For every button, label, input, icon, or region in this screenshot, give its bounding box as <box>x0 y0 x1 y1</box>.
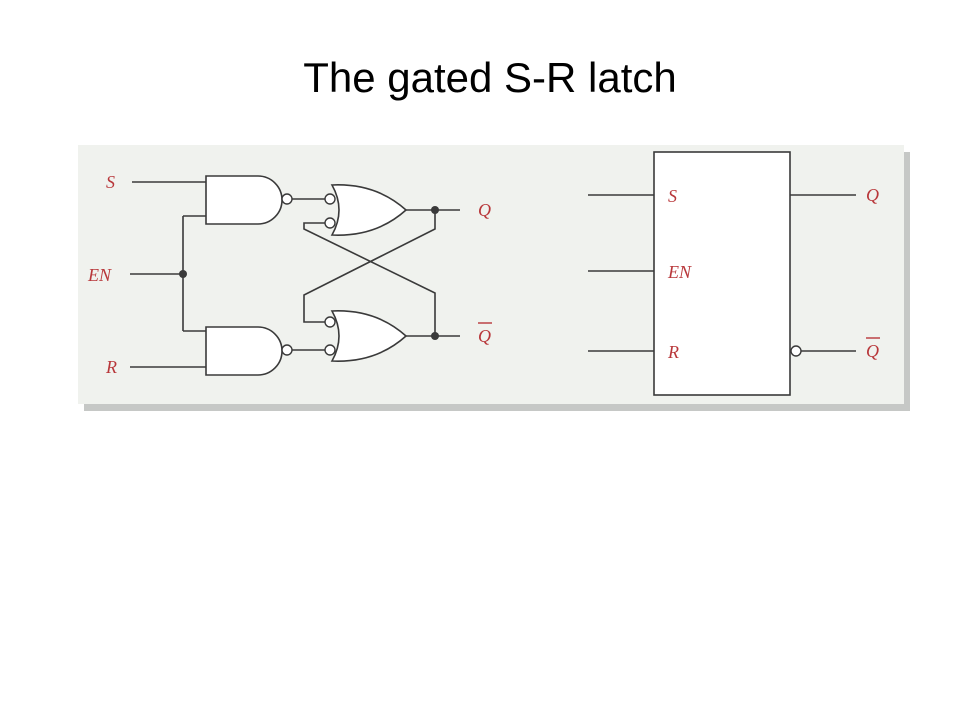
block-q-bar-label: Q <box>866 341 879 361</box>
top-or-gate <box>330 184 408 236</box>
bottom-or-gate <box>330 310 408 362</box>
block-q-label: Q <box>866 185 879 205</box>
feedback-q-to-bottom-gate <box>303 210 436 323</box>
latch-block <box>653 151 791 396</box>
top-or-input-bubble-1 <box>324 193 336 205</box>
bottom-nand-gate <box>205 326 283 376</box>
s-input-label: S <box>106 172 115 192</box>
block-en-label: EN <box>667 262 692 282</box>
logic-diagram: S EN R Q Q <box>87 172 492 377</box>
block-r-label: R <box>667 342 679 362</box>
figure-svg: S EN R Q Q S EN R Q Q <box>78 145 910 411</box>
slide-title: The gated S-R latch <box>303 54 677 101</box>
feedback-q-bar-to-top-gate <box>303 222 436 336</box>
r-input-label: R <box>105 357 117 377</box>
block-q-bar-bubble <box>790 345 802 357</box>
q-bar-output-label: Q <box>478 326 491 346</box>
en-junction-dot <box>179 270 187 278</box>
block-s-label: S <box>668 186 677 206</box>
en-input-label: EN <box>87 265 112 285</box>
top-nand-gate <box>205 175 283 225</box>
bottom-nand-bubble <box>281 344 293 356</box>
top-nand-bubble <box>281 193 293 205</box>
latch-figure: S EN R Q Q S EN R Q Q <box>76 143 912 413</box>
block-symbol: S EN R Q Q <box>588 151 880 396</box>
q-output-label: Q <box>478 200 491 220</box>
top-or-input-bubble-2 <box>324 217 336 229</box>
bottom-or-input-bubble-2 <box>324 344 336 356</box>
bottom-or-input-bubble-1 <box>324 316 336 328</box>
